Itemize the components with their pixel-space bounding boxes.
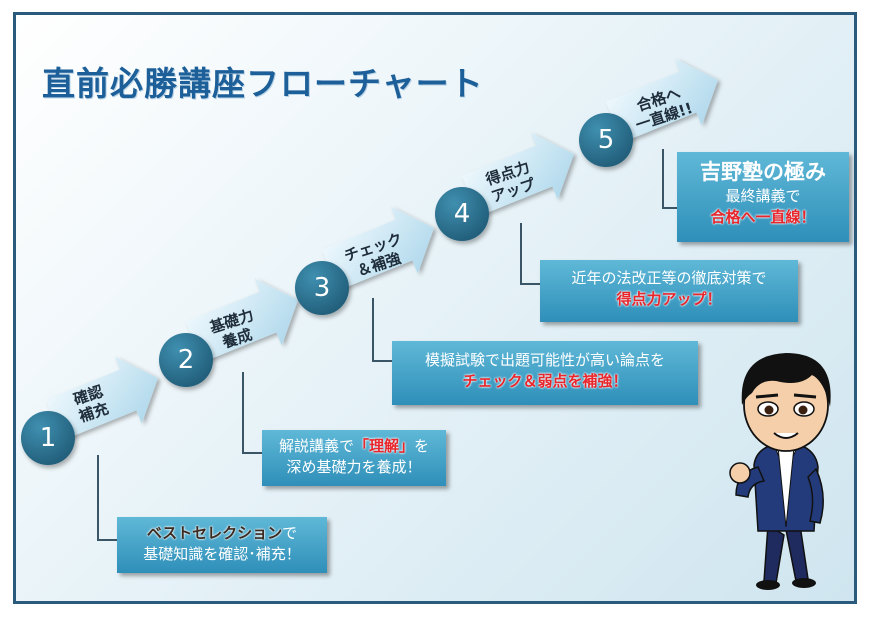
note-1-highlight: ベストセレクション <box>146 524 283 542</box>
step-4-number: 4 <box>453 199 471 229</box>
step-2-circle <box>159 333 213 387</box>
note-3-line1: 模擬試験で出題可能性が高い論点を <box>424 351 665 369</box>
step-2-number: 2 <box>177 345 195 375</box>
step-3-circle <box>295 261 349 315</box>
note-4-line1: 近年の法改正等の徹底対策で <box>571 269 767 287</box>
note-2-suffix: を <box>414 437 430 455</box>
step-1-arrow <box>45 356 158 441</box>
step-4-arrow <box>461 132 574 217</box>
note-4-highlight: 得点力アップ！ <box>616 290 722 308</box>
note-3-highlight: チェック＆弱点を補強！ <box>462 372 628 390</box>
note-5-line2: 最終講義で <box>725 187 801 205</box>
leader-line-2 <box>242 372 262 454</box>
leader-line-1 <box>97 455 117 541</box>
step-3-arrow <box>321 206 434 291</box>
note-step-4: 近年の法改正等の徹底対策で 得点力アップ！ <box>540 260 798 322</box>
note-step-3: 模擬試験で出題可能性が高い論点を チェック＆弱点を補強！ <box>392 341 698 405</box>
note-step-1: ベストセレクションで 基礎知識を確認･補充！ <box>117 517 327 573</box>
note-5-highlight: 合格へ一直線！ <box>710 208 816 226</box>
step-1-circle <box>21 411 75 465</box>
step-1-number: 1 <box>39 423 57 453</box>
leader-line-5 <box>662 149 677 209</box>
step-3-number: 3 <box>313 273 331 303</box>
note-2-prefix: 解説講義で <box>278 437 354 455</box>
note-1-line2: 基礎知識を確認･補充！ <box>143 545 301 563</box>
leader-line-4 <box>520 223 540 285</box>
teacher-caricature-illustration <box>729 353 831 590</box>
note-step-2: 解説講義で「理解」を 深め基礎力を養成！ <box>262 430 446 486</box>
step-5-arrow <box>605 58 718 143</box>
page-title: 直前必勝講座フローチャート <box>42 64 484 103</box>
note-5-title: 吉野塾の極み <box>700 160 826 184</box>
step-2-arrow <box>185 278 298 363</box>
leader-line-3 <box>372 298 392 362</box>
note-2-highlight: 「理解」 <box>353 437 414 455</box>
note-2-line2: 深め基礎力を養成！ <box>286 458 422 476</box>
note-step-5: 吉野塾の極み 最終講義で 合格へ一直線！ <box>677 152 849 242</box>
step-5-circle <box>579 113 633 167</box>
step-4-circle <box>435 187 489 241</box>
note-1-suffix: で <box>282 524 298 542</box>
step-5-number: 5 <box>597 125 615 155</box>
